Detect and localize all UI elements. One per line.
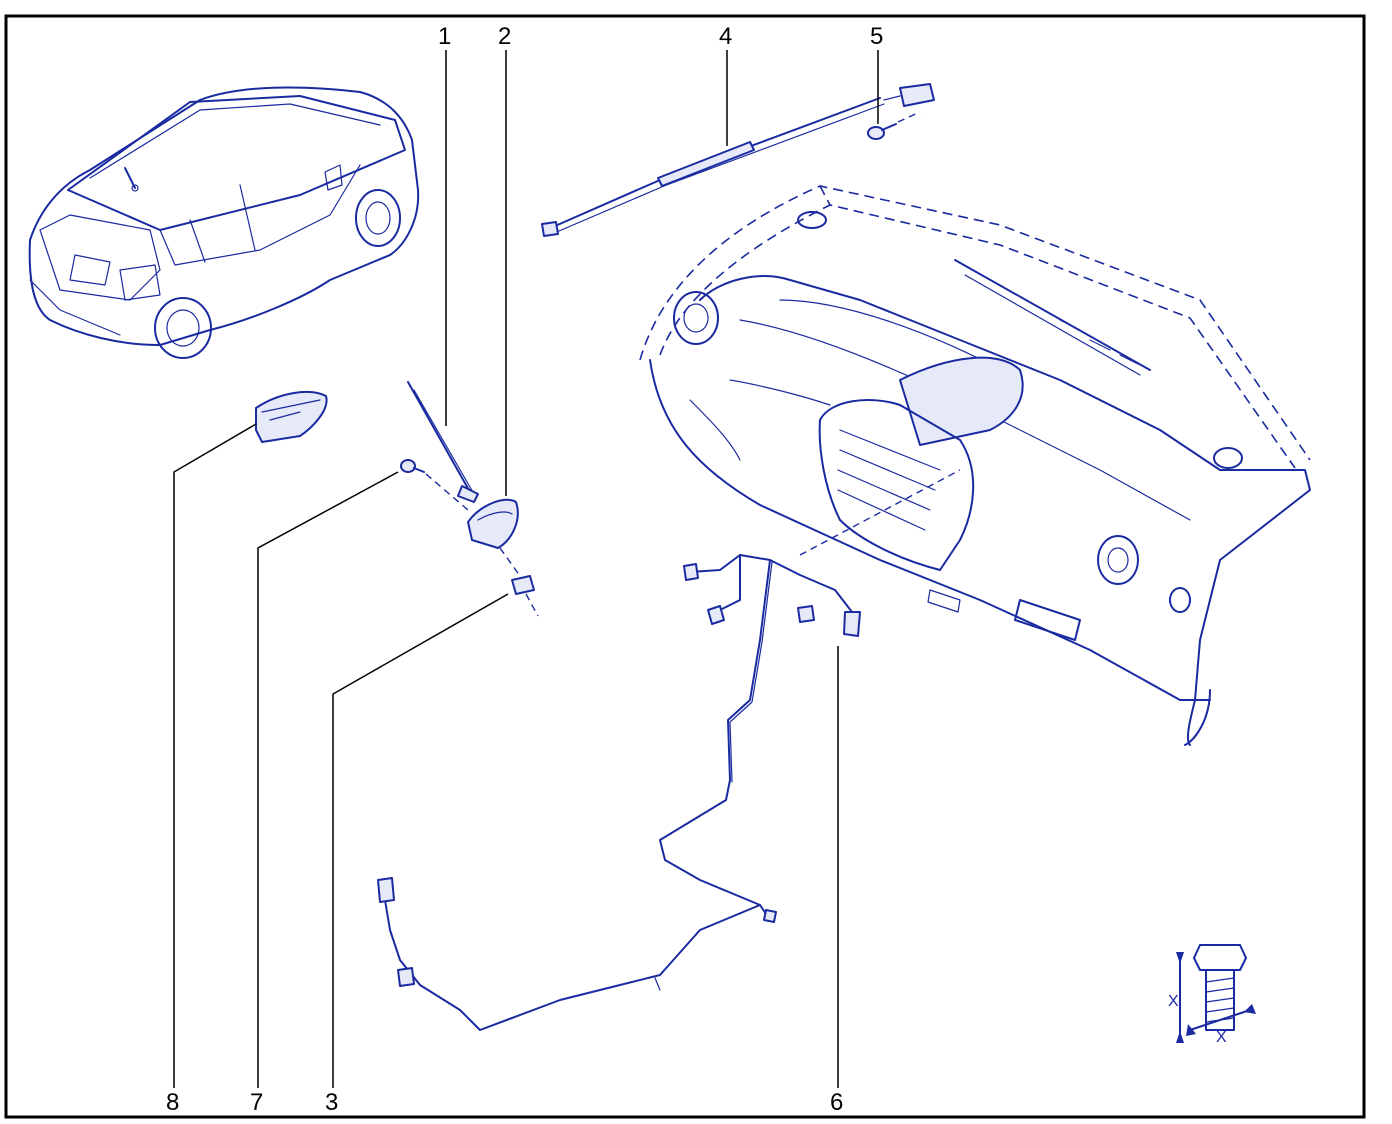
diagram-frame xyxy=(4,14,1366,1119)
torque-label-horizontal: X xyxy=(1216,1029,1227,1046)
part-5-screw xyxy=(867,111,921,140)
callout-1: 1 xyxy=(438,23,451,50)
part-2-antenna-base xyxy=(467,498,519,549)
part-8-antenna-cover xyxy=(255,391,328,443)
leader-8 xyxy=(173,423,257,1088)
part-4-cable-rod xyxy=(541,83,935,237)
part-7-screw xyxy=(400,459,469,511)
callout-6: 6 xyxy=(830,1089,843,1116)
callout-2: 2 xyxy=(498,23,511,50)
callout-leaders xyxy=(173,50,879,1088)
leader-7 xyxy=(257,471,399,1088)
callout-3: 3 xyxy=(325,1089,338,1116)
callout-5: 5 xyxy=(870,23,883,50)
leader-3 xyxy=(332,593,509,1088)
vehicle-illustration xyxy=(28,86,420,359)
callout-7: 7 xyxy=(250,1089,263,1116)
dashboard-assembly xyxy=(639,185,1311,746)
torque-symbol: X X xyxy=(1168,944,1256,1046)
callout-4: 4 xyxy=(719,23,732,50)
part-6-wiring-harness xyxy=(377,554,861,1031)
part-3-nut xyxy=(499,547,539,617)
harness-connection-line xyxy=(799,469,961,556)
callout-8: 8 xyxy=(166,1089,179,1116)
torque-label-vertical: X xyxy=(1168,993,1179,1010)
part-1-antenna-rod xyxy=(407,381,479,503)
